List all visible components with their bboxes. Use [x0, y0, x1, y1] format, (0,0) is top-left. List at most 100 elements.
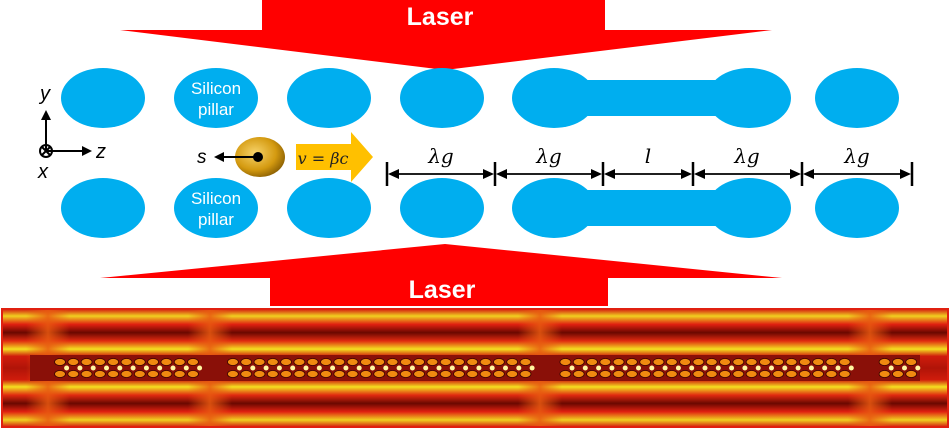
field-lobe [346, 370, 359, 378]
pillar-label: pillar [198, 100, 234, 119]
field-lobe [439, 358, 452, 366]
field-hotspot [276, 365, 282, 371]
field-lobe [785, 370, 798, 378]
field-hotspot [729, 365, 735, 371]
field-hotspot [170, 365, 176, 371]
field-hotspot [423, 365, 429, 371]
field-lobe [94, 370, 106, 378]
field-hotspot [649, 365, 655, 371]
field-hotspot [503, 365, 508, 371]
field-hotspot [822, 365, 828, 371]
field-lobe [173, 358, 186, 366]
field-hotspot [383, 365, 389, 371]
field-lobe [479, 358, 492, 366]
field-hotspot [516, 365, 522, 371]
field-lobe [506, 370, 519, 378]
field-hotspot [835, 365, 841, 371]
field-hotspot [436, 365, 442, 371]
field-lobe [54, 358, 66, 366]
field-lobe [639, 358, 652, 366]
field-lobe [67, 358, 80, 366]
field-lobe [373, 370, 386, 378]
field-lobe [519, 358, 532, 366]
field-lobe [173, 370, 186, 378]
field-lobe [586, 358, 598, 366]
field-hotspot [715, 365, 721, 371]
silicon-pillar [174, 68, 258, 128]
dimension-label: λg [427, 144, 453, 168]
field-hotspot [396, 365, 402, 371]
field-lobe [719, 370, 731, 378]
laser-top-arrow: Laser [120, 0, 772, 70]
field-lobe [333, 370, 346, 378]
field-lobe [878, 358, 891, 366]
pillar-row-bottom [61, 178, 899, 238]
dimension-label: l [645, 144, 651, 168]
field-lobe [599, 358, 612, 366]
field-lobe [120, 370, 133, 378]
field-lobe [359, 370, 372, 378]
field-hotspot [463, 365, 469, 371]
field-lobe [266, 358, 279, 366]
field-lobe [572, 370, 585, 378]
field-lobe [812, 358, 824, 366]
field-lobe [892, 358, 904, 366]
silicon-pillar [61, 178, 145, 238]
field-hotspot [769, 365, 774, 371]
field-lobe [160, 370, 173, 378]
axis-label-y: y [38, 83, 51, 105]
field-lobe [133, 370, 146, 378]
field-lobe [878, 370, 891, 378]
field-lobe [293, 358, 306, 366]
silicon-pillar [61, 68, 145, 128]
field-hotspot [356, 365, 362, 371]
field-lobe [825, 370, 838, 378]
field-hotspot [609, 365, 615, 371]
field-lobe [559, 370, 572, 378]
field-hotspot [795, 365, 801, 371]
field-hotspot [808, 365, 814, 371]
field-lobe [692, 358, 705, 366]
field-lobe [772, 370, 785, 378]
field-hotspot [330, 365, 336, 371]
field-lobe [825, 358, 838, 366]
field-hotspot [569, 365, 575, 371]
field-lobe [426, 358, 439, 366]
field-lobe [399, 358, 412, 366]
laser-bottom-arrow: Laser [100, 244, 782, 306]
laser-bottom-label: Laser [409, 276, 476, 304]
silicon-bridge-pillar [512, 178, 791, 238]
field-lobe [253, 370, 266, 378]
field-hotspot [157, 365, 163, 371]
silicon-pillar [174, 178, 258, 238]
field-lobe [187, 358, 199, 366]
silicon-pillar [287, 178, 371, 238]
field-hotspot [130, 365, 136, 371]
field-hotspot [742, 365, 748, 371]
field-lobe [492, 370, 505, 378]
field-hotspot [64, 365, 70, 371]
field-hotspot [675, 365, 681, 371]
x-axis-into-page-icon [39, 144, 53, 158]
field-lobe [320, 358, 332, 366]
field-lobe [905, 358, 918, 366]
field-hotspot [582, 365, 588, 371]
field-lobe [133, 358, 146, 366]
field-lobe [386, 358, 399, 366]
field-hotspot [143, 365, 149, 371]
field-hotspot [263, 365, 269, 371]
field-lobe [612, 370, 625, 378]
field-lobe [652, 370, 665, 378]
field-distribution-map [1, 308, 949, 428]
field-lobe [280, 370, 293, 378]
field-hotspot [370, 365, 375, 371]
field-lobe [333, 358, 346, 366]
silicon-pillar [400, 178, 484, 238]
field-lobe [187, 370, 199, 378]
field-hotspot [237, 365, 242, 371]
field-hotspot [636, 365, 641, 371]
s-label: s [197, 147, 207, 168]
velocity-label: v = βc [298, 149, 349, 168]
field-lobe [692, 370, 705, 378]
field-lobe [892, 370, 904, 378]
